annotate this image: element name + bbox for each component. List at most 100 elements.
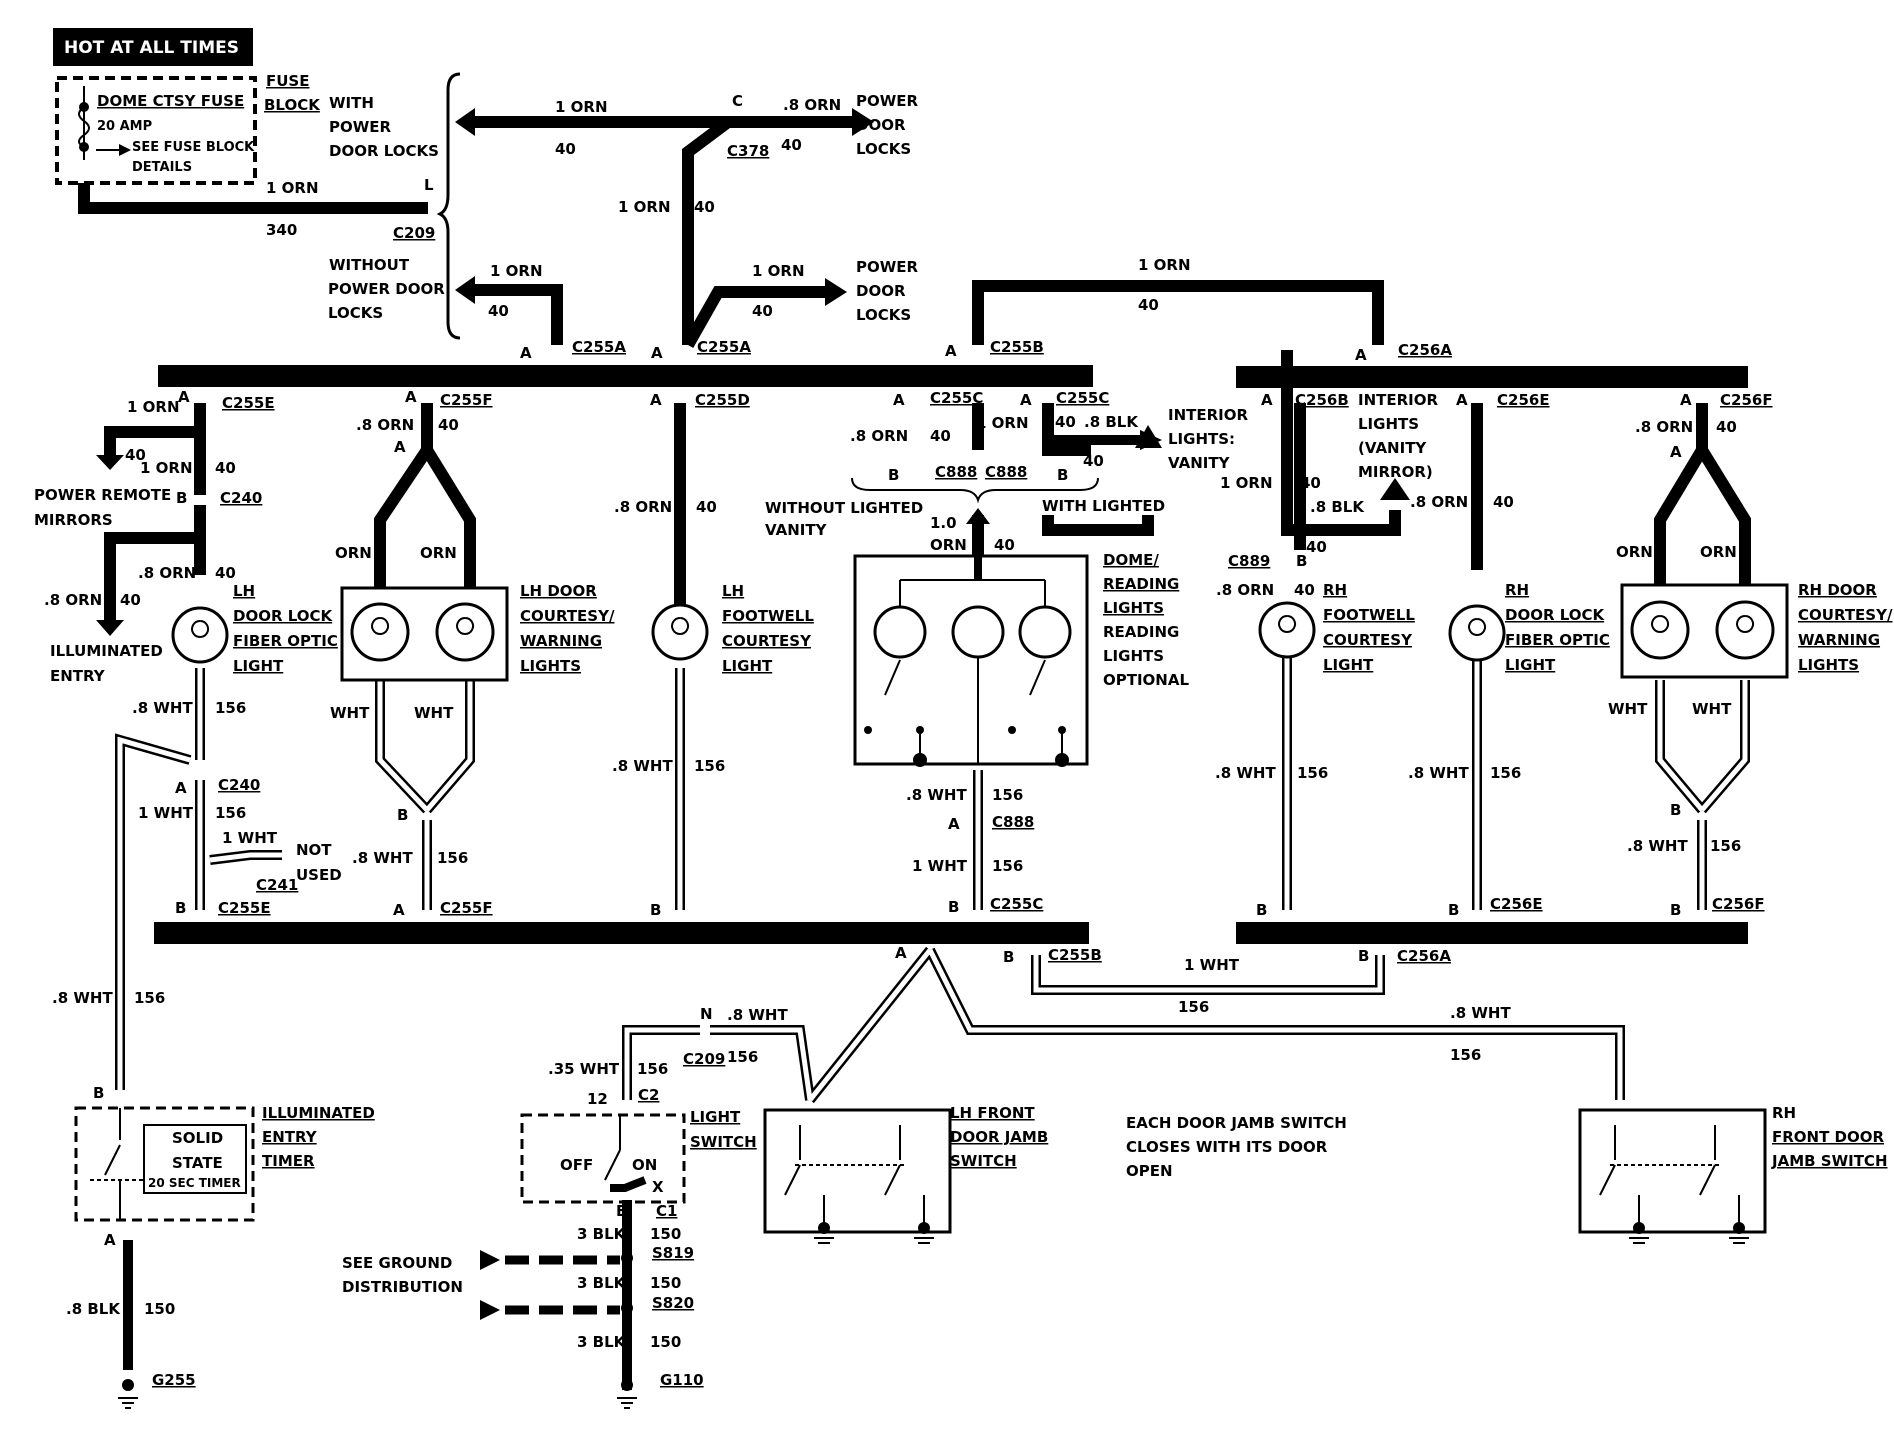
wire-10-label: 1.0	[930, 514, 957, 532]
without-label: WITHOUT	[329, 256, 410, 274]
with-label: WITH	[329, 94, 374, 112]
wire-8orn-f: .8 ORN	[850, 427, 908, 445]
wire-8blk-c: .8 BLK	[1310, 498, 1365, 516]
rh-footwell-footwell: FOOTWELL	[1323, 606, 1415, 624]
wire-8orn-a: .8 ORN	[783, 96, 841, 114]
wire-40-u: 40	[1493, 493, 1514, 511]
power-remote-label: POWER REMOTE	[34, 486, 171, 504]
door-lock-label-b: DOOR LOCK	[1505, 606, 1606, 624]
pin-b-c255e: B	[175, 899, 186, 917]
reading-label-b: READING	[1103, 623, 1179, 641]
options-brace	[436, 72, 461, 340]
wire-8blk-b: .8 BLK	[1084, 413, 1139, 431]
c255e-bot: C255E	[218, 899, 271, 917]
fuse-details-label: DETAILS	[132, 160, 192, 175]
c255d: C255D	[695, 391, 750, 409]
rh-footwell-rh: RH	[1323, 581, 1347, 599]
lh-footwell-lh: LH	[722, 582, 744, 600]
c255c-1: C255C	[930, 389, 983, 407]
pin-a-c255f-bot: A	[393, 901, 405, 919]
wire-8orn-b: .8 ORN	[138, 564, 196, 582]
pin-a-c255c-2: A	[1020, 391, 1032, 409]
entry-label: ENTRY	[50, 667, 106, 685]
pdl-top-locks: LOCKS	[856, 140, 911, 158]
wire-8wht-c: .8 WHT	[352, 849, 413, 867]
pin-a-c256f: A	[1680, 391, 1692, 409]
wire-1orn-g: 1 ORN	[127, 398, 180, 416]
pdl-top-door: DOOR	[856, 116, 906, 134]
locks-label: LOCKS	[328, 304, 383, 322]
c256f-bot: C256F	[1712, 895, 1765, 913]
lh-footwell-courtesy: COURTESY	[722, 632, 812, 650]
pin-a-c255e: A	[178, 388, 190, 406]
wire-40-g: 40	[1138, 296, 1159, 314]
c255c-3: C255C	[990, 895, 1043, 913]
wire-1orn-f: 1 ORN	[1138, 256, 1191, 274]
with-lighted-label: WITH LIGHTED	[1042, 497, 1165, 515]
light-switch-switch: SWITCH	[690, 1133, 757, 1151]
fuse-block: DOME CTSY FUSE 20 AMP SEE FUSE BLOCK DET…	[55, 72, 321, 185]
wire-8wht-a: .8 WHT	[132, 699, 193, 717]
pdl-mid-door: DOOR	[856, 282, 906, 300]
wire-8blk-a: .8 BLK	[66, 1300, 121, 1318]
c888-2: C888	[985, 463, 1027, 481]
fuse-amp-label: 20 AMP	[97, 119, 152, 134]
wire-8wht-h: .8 WHT	[1215, 764, 1276, 782]
lh-front-label: LH FRONT	[950, 1104, 1035, 1122]
note-line2: CLOSES WITH ITS DOOR	[1126, 1138, 1328, 1156]
c255c-2: C255C	[1056, 389, 1109, 407]
power-door-label: POWER DOOR	[328, 280, 445, 298]
see-ground-label: SEE GROUND	[342, 1254, 452, 1272]
wire-3blk-a: 3 BLK	[577, 1225, 627, 1243]
wire-156-d: 156	[437, 849, 468, 867]
ground-distribution-arrows	[480, 1250, 500, 1320]
wire-40-v: 40	[1716, 418, 1737, 436]
courtesy-label-a: COURTESY/	[520, 607, 615, 625]
wire-340: 340	[266, 221, 297, 239]
illuminated-entry-timer-box	[74, 1106, 255, 1370]
c2: C2	[638, 1086, 659, 1104]
rh-door-courtesy-lamp-box	[1620, 583, 1789, 679]
wire-156-e: 156	[694, 757, 725, 775]
timer-timer: TIMER	[262, 1152, 315, 1170]
courtesy-label-b: COURTESY/	[1798, 606, 1893, 624]
lights-label-d: LIGHTS	[1358, 415, 1419, 433]
pin-b-c256a: B	[1358, 947, 1369, 965]
lh-footwell-light: LIGHT	[722, 657, 773, 675]
wire-40-q: 40	[994, 536, 1015, 554]
vanity-brace	[851, 477, 1099, 504]
wire-156-l: 156	[1297, 764, 1328, 782]
wire-156-n: 156	[1710, 837, 1741, 855]
wire-40-e: 40	[488, 302, 509, 320]
wire-wht-b: WHT	[414, 704, 454, 722]
mirror-paren-label: MIRROR)	[1358, 463, 1433, 481]
wire-orn-d: ORN	[1616, 543, 1653, 561]
pdl-top-power: POWER	[856, 92, 919, 110]
c256b: C256B	[1295, 391, 1349, 409]
wire-8orn-e: .8 ORN	[614, 498, 672, 516]
rh-door-label: RH DOOR	[1798, 581, 1877, 599]
wire-1orn-d: 1 ORN	[490, 262, 543, 280]
pin-a-bottom-center: A	[895, 944, 907, 962]
not-label: NOT	[296, 841, 332, 859]
pin-12: 12	[587, 1090, 608, 1108]
hot-at-all-times-label: HOT AT ALL TIMES	[64, 38, 239, 58]
solid-label: SOLID	[172, 1129, 223, 1147]
wire-40-t: 40	[1294, 581, 1315, 599]
pin-a-c888: A	[948, 815, 960, 833]
note-line3: OPEN	[1126, 1162, 1173, 1180]
wire-150-b: 150	[650, 1225, 681, 1243]
wire-40-d: 40	[694, 198, 715, 216]
upper-bus-left	[158, 365, 1093, 387]
used-label: USED	[296, 866, 342, 884]
orn-circuit-40	[78, 116, 1751, 620]
c256a-bot: C256A	[1397, 947, 1451, 965]
wire-156-h: 156	[1178, 998, 1209, 1016]
pin-a-c256e: A	[1456, 391, 1468, 409]
wire-40-b: 40	[555, 140, 576, 158]
wire-40-o: 40	[1055, 413, 1076, 431]
light-switch-box	[520, 1113, 686, 1390]
pin-b-c255b: B	[1003, 948, 1014, 966]
pin-b-lh-courtesy: B	[397, 806, 408, 824]
